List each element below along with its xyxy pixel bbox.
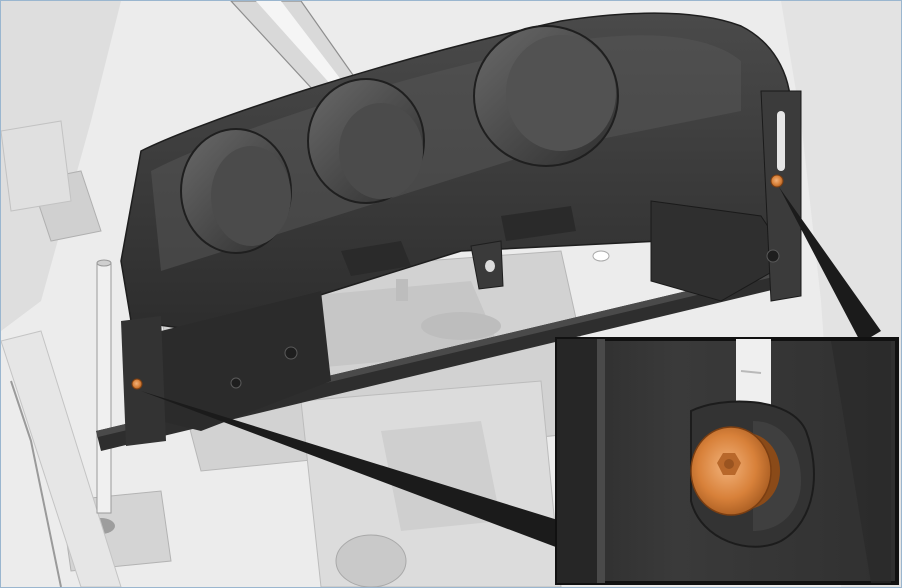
- cluster-housing: [120, 12, 802, 446]
- support-rod: [96, 259, 112, 514]
- fastener-left: [131, 378, 143, 390]
- fastener-markers: [131, 174, 784, 390]
- detail-inset: [555, 337, 899, 585]
- callout-leaders: [141, 187, 881, 549]
- fastener-right: [770, 174, 784, 188]
